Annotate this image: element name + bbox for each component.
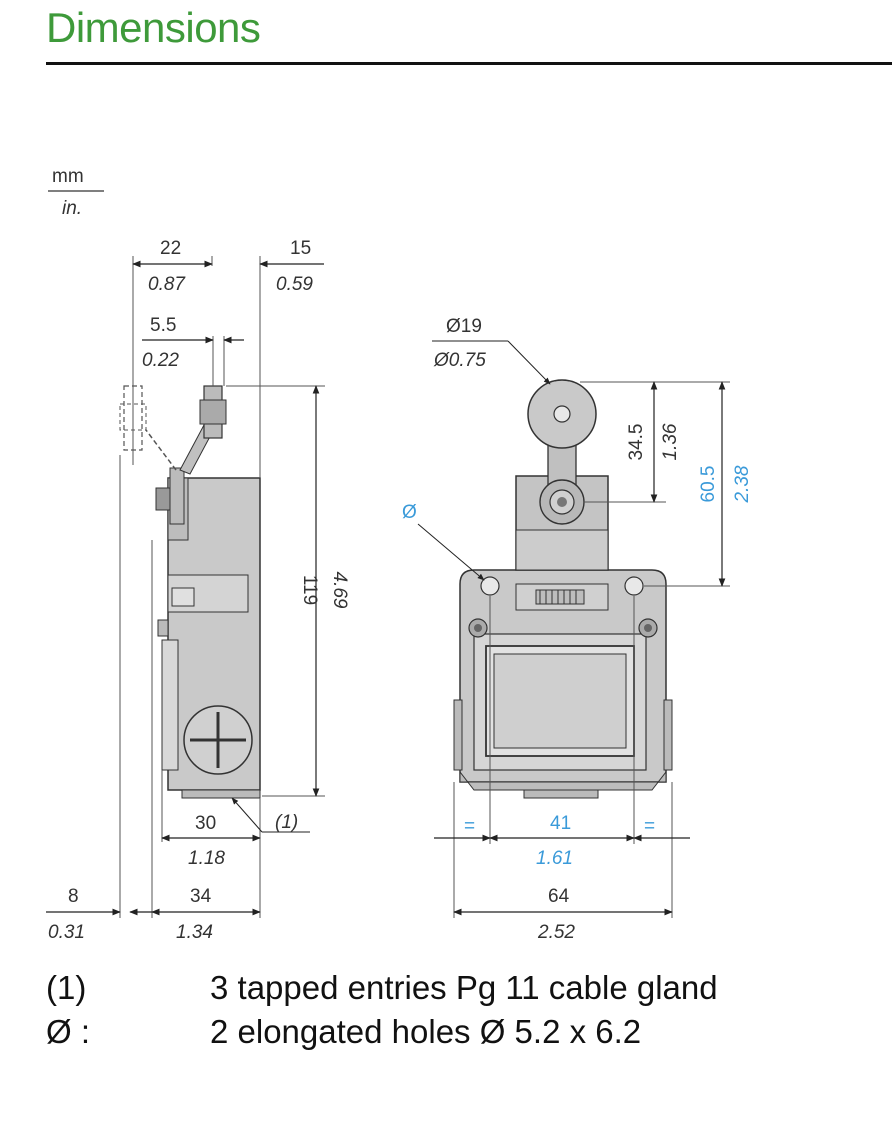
note-key: Ø : [46, 1013, 91, 1050]
dim-15-in: 0.59 [276, 274, 313, 295]
dim-d19-mm: Ø19 [446, 316, 482, 337]
title-rule [46, 62, 892, 65]
dim-41-in: 1.61 [536, 848, 573, 869]
dim-119-in: 4.69 [329, 572, 350, 609]
dim-64-in: 2.52 [537, 922, 575, 943]
note-row: (1) 3 tapped entries Pg 11 cable gland [46, 966, 718, 1010]
dim-22-in: 0.87 [148, 274, 186, 295]
units-legend: mm in. [48, 166, 104, 219]
page-title: Dimensions [46, 4, 261, 51]
dim-8-mm: 8 [68, 886, 79, 907]
front-view: Ø19 Ø0.75 Ø 34.5 1.36 60.5 2.38 = 41 1.6… [402, 316, 753, 943]
dim-34-5-in: 1.36 [660, 423, 681, 460]
dim-34-in: 1.34 [176, 922, 213, 943]
note-text: 2 elongated holes Ø 5.2 x 6.2 [210, 1013, 642, 1050]
dim-60-5-mm: 60.5 [698, 466, 719, 503]
dim-22-mm: 22 [160, 238, 181, 259]
dim-15-mm: 15 [290, 238, 311, 259]
dim-34-mm: 34 [190, 886, 212, 907]
dim-eq-left: = [464, 816, 475, 837]
hole-symbol: Ø [402, 502, 417, 523]
note-key: (1) [46, 969, 87, 1006]
dim-eq-right: = [644, 816, 655, 837]
dim-60-5-in: 2.38 [732, 465, 753, 503]
dim-30-mm: 30 [195, 813, 216, 834]
notes: (1) 3 tapped entries Pg 11 cable gland Ø… [46, 966, 718, 1054]
dim-5-5-in: 0.22 [142, 350, 179, 371]
dim-8-in: 0.31 [48, 922, 85, 943]
dim-41-mm: 41 [550, 813, 571, 834]
side-callout-1: (1) [275, 812, 298, 833]
dim-30-in: 1.18 [188, 848, 225, 869]
unit-mm: mm [52, 166, 84, 187]
dim-5-5-mm: 5.5 [150, 315, 176, 336]
dim-34-5-mm: 34.5 [626, 424, 647, 461]
side-view: 22 0.87 15 0.59 5.5 0.22 119 4.69 (1) 30… [46, 238, 350, 943]
note-row: Ø : 2 elongated holes Ø 5.2 x 6.2 [46, 1010, 718, 1054]
unit-in: in. [62, 198, 82, 219]
dim-d19-in: Ø0.75 [433, 350, 486, 371]
dimension-drawing: mm in. [46, 166, 753, 943]
dim-119-mm: 119 [299, 575, 320, 605]
mount-hole-left [480, 576, 500, 596]
mount-hole-right [624, 576, 644, 596]
note-text: 3 tapped entries Pg 11 cable gland [210, 969, 718, 1006]
dim-64-mm: 64 [548, 886, 570, 907]
